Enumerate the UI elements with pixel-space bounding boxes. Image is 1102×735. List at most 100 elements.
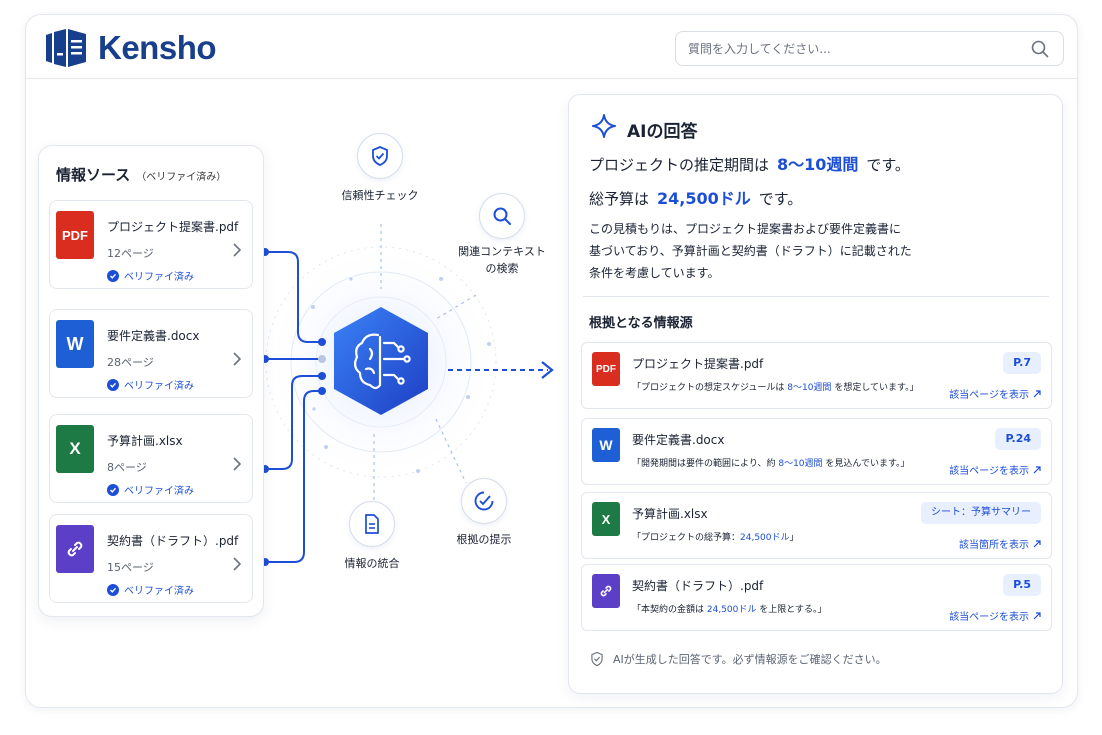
badge-check-icon — [474, 491, 494, 511]
quote-pre: 「プロジェクトの総予算： — [632, 533, 741, 543]
excel-file-icon: X — [56, 425, 94, 473]
duration-prefix: プロジェクトの推定期間は — [589, 156, 770, 174]
verified-label: ベリファイ済み — [124, 486, 194, 497]
source-pages: 28ページ — [107, 356, 154, 369]
evidence-step — [461, 478, 507, 524]
answer-body-line: 基づいており、予算計画と契約書（ドラフト）に記載された — [589, 244, 912, 258]
duration-suffix: です。 — [866, 156, 910, 174]
reference-card-budget[interactable]: X 予算計画.xlsx 「プロジェクトの総予算：24,500ドル」 シート：予算… — [581, 492, 1052, 559]
search-bar[interactable] — [675, 31, 1064, 66]
quote-highlight: 8〜10週間 — [787, 383, 832, 393]
answer-body: この見積もりは、プロジェクト提案書および要件定義書に 基づいており、予算計画と契… — [589, 218, 989, 284]
source-pages: 8ページ — [107, 461, 147, 474]
arrow-up-right-icon — [1033, 465, 1041, 473]
pdf-file-icon: PDF — [592, 352, 620, 386]
reference-name: 要件定義書.docx — [632, 433, 725, 447]
check-circle-icon — [107, 583, 119, 596]
source-name: 要件定義書.docx — [107, 329, 200, 343]
view-section-label: 該当箇所を表示 — [959, 540, 1029, 551]
sources-title: 情報ソース （ベリファイ済み） — [56, 164, 226, 185]
chevron-right-icon[interactable] — [232, 457, 242, 471]
answer-title: AIの回答 — [627, 122, 698, 142]
sheet-badge: シート：予算サマリー — [921, 502, 1041, 524]
magnifier-icon — [493, 207, 511, 225]
sources-heading: 根拠となる情報源 — [589, 316, 693, 331]
reference-name: プロジェクト提案書.pdf — [632, 357, 764, 371]
context-search-label-2: の検索 — [485, 262, 519, 275]
logo-text: Kensho — [98, 29, 217, 66]
quote-highlight: 24,500ドル — [740, 533, 790, 543]
reference-card-contract[interactable]: 契約書（ドラフト）.pdf 「本契約の金額は 24,500ドル を上限とする。」… — [581, 564, 1052, 631]
sources-panel: 情報ソース （ベリファイ済み） PDF プロジェクト提案書.pdf 12ページ ベ… — [38, 145, 264, 617]
shield-check-icon — [372, 146, 388, 166]
answer-body-line: この見積もりは、プロジェクト提案書および要件定義書に — [589, 222, 902, 236]
context-search-label-1: 関連コンテキスト — [458, 245, 546, 258]
reference-quote: 「本契約の金額は 24,500ドル を上限とする。」 — [632, 602, 827, 615]
divider — [583, 296, 1049, 297]
budget-suffix: です。 — [758, 190, 803, 208]
sources-title-text: 情報ソース — [56, 166, 131, 184]
verified-label: ベリファイ済み — [124, 381, 194, 392]
source-name: 契約書（ドラフト）.pdf — [107, 534, 239, 548]
quote-pre: 「プロジェクトの想定スケジュールは — [632, 383, 785, 393]
search-input[interactable] — [688, 32, 1018, 65]
chevron-right-icon[interactable] — [232, 243, 242, 257]
source-name: プロジェクト提案書.pdf — [107, 220, 239, 234]
check-circle-icon — [107, 269, 119, 282]
view-page-link[interactable]: 該当ページを表示 — [949, 386, 1041, 401]
trust-check-label: 信頼性チェック — [341, 189, 419, 202]
shield-check-icon — [591, 651, 603, 667]
reference-quote: 「開発期間は要件の範囲により、約 8〜10週間 を見込んでいます。」 — [632, 456, 910, 469]
quote-pre: 「開発期間は要件の範囲により、約 — [632, 459, 776, 469]
view-page-label: 該当ページを表示 — [949, 390, 1029, 401]
flow-diagram — [261, 224, 554, 566]
page-badge: P.24 — [995, 428, 1041, 450]
view-page-link[interactable]: 該当ページを表示 — [949, 462, 1041, 477]
reference-name: 契約書（ドラフト）.pdf — [632, 579, 764, 593]
verified-badge: ベリファイ済み — [107, 482, 194, 497]
logo[interactable]: Kensho — [44, 29, 217, 67]
source-card-requirements[interactable]: W 要件定義書.docx 28ページ ベリファイ済み — [49, 309, 253, 398]
verified-badge: ベリファイ済み — [107, 268, 194, 283]
reference-quote: 「プロジェクトの想定スケジュールは 8〜10週間 を想定しています。」 — [632, 380, 919, 393]
word-file-icon: W — [56, 320, 94, 368]
arrow-up-right-icon — [1033, 389, 1041, 397]
chevron-right-icon[interactable] — [232, 352, 242, 366]
source-pages: 12ページ — [107, 247, 154, 260]
quote-post: 」 — [789, 533, 799, 543]
disclaimer-text: AIが生成した回答です。必ず情報源をご確認ください。 — [613, 653, 887, 666]
context-search-label: 関連コンテキスト の検索 — [452, 243, 552, 277]
search-icon[interactable] — [1031, 40, 1049, 58]
chevron-right-icon[interactable] — [232, 557, 242, 571]
arrow-up-right-icon — [1033, 539, 1041, 547]
view-section-link[interactable]: 該当箇所を表示 — [959, 536, 1041, 551]
quote-pre: 「本契約の金額は — [632, 605, 705, 615]
sparkle-icon — [592, 114, 616, 138]
quote-highlight: 24,500ドル — [706, 605, 757, 615]
header: Kensho — [26, 15, 1077, 79]
source-card-budget[interactable]: X 予算計画.xlsx 8ページ ベリファイ済み — [49, 414, 253, 503]
budget-value: 24,500ドル — [657, 189, 751, 208]
disclaimer: AIが生成した回答です。必ず情報源をご確認ください。 — [589, 651, 887, 667]
source-pages: 15ページ — [107, 561, 154, 574]
verified-label: ベリファイ済み — [124, 272, 194, 283]
reference-card-requirements[interactable]: W 要件定義書.docx 「開発期間は要件の範囲により、約 8〜10週間 を見込… — [581, 418, 1052, 485]
quote-post: を想定しています。」 — [834, 383, 919, 393]
verified-badge: ベリファイ済み — [107, 377, 194, 392]
page-badge: P.7 — [1003, 352, 1041, 374]
link-file-icon — [56, 525, 94, 573]
budget-prefix: 総予算は — [589, 190, 650, 208]
check-circle-icon — [107, 378, 119, 391]
reference-card-proposal[interactable]: PDF プロジェクト提案書.pdf 「プロジェクトの想定スケジュールは 8〜10… — [581, 342, 1052, 409]
view-page-link[interactable]: 該当ページを表示 — [949, 608, 1041, 623]
quote-post: を見込んでいます。」 — [825, 459, 910, 469]
sources-subtitle: （ベリファイ済み） — [136, 172, 227, 183]
source-name: 予算計画.xlsx — [107, 434, 183, 448]
source-card-contract[interactable]: 契約書（ドラフト）.pdf 15ページ ベリファイ済み — [49, 514, 253, 603]
kensho-logo-icon — [46, 29, 86, 67]
pdf-file-icon: PDF — [56, 211, 94, 259]
source-card-proposal[interactable]: PDF プロジェクト提案書.pdf 12ページ ベリファイ済み — [49, 200, 253, 289]
page-badge: P.5 — [1003, 574, 1041, 596]
